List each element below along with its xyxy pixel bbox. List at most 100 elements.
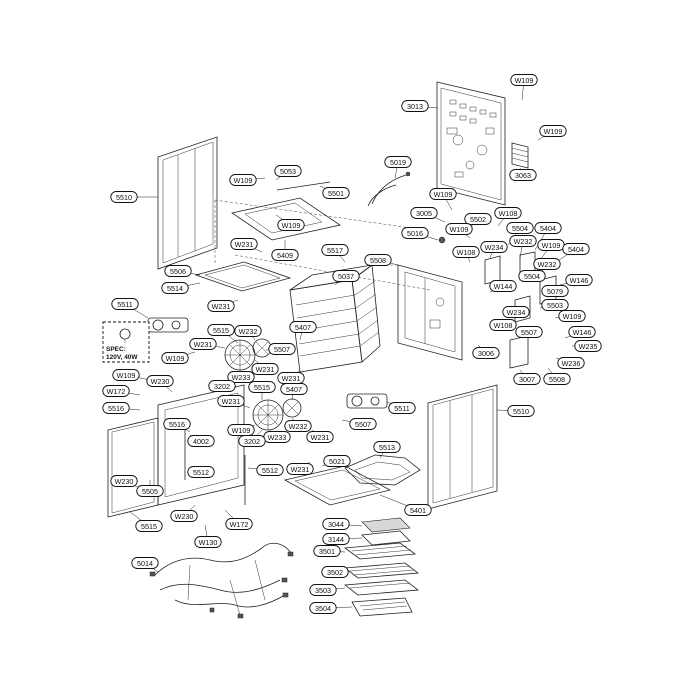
callout-oval (102, 385, 130, 397)
part-callout: 5516 (102, 402, 130, 414)
callout-oval (513, 373, 541, 385)
part-number: W230 (151, 377, 170, 386)
callout-oval (164, 265, 192, 277)
callout-oval (543, 373, 571, 385)
part-number: 3502 (327, 568, 343, 577)
rear-panel (436, 81, 506, 206)
part-number: W235 (579, 342, 598, 351)
part-callout: 5019 (384, 156, 412, 168)
part-number: 5053 (280, 167, 296, 176)
callout-oval (256, 464, 284, 476)
callout-oval (268, 343, 296, 355)
callout-oval (136, 485, 164, 497)
part-number: 5514 (167, 284, 183, 293)
part-callout: 5512 (256, 464, 284, 476)
part-callout: W109 (445, 223, 473, 235)
part-number: 5507 (274, 345, 290, 354)
part-number: W130 (199, 538, 218, 547)
callout-oval (161, 352, 189, 364)
part-number: 5515 (141, 522, 157, 531)
spec-label: SPEC: (106, 346, 126, 353)
part-callout: 5504 (518, 270, 546, 282)
part-callout: W232 (509, 235, 537, 247)
callout-oval (502, 306, 530, 318)
part-callout: W109 (537, 239, 565, 251)
part-callout: 5515 (207, 324, 235, 336)
part-number: W232 (514, 237, 533, 246)
part-number: 4002 (193, 437, 209, 446)
part-callout: 5516 (163, 418, 191, 430)
part-callout: 5401 (404, 504, 432, 516)
part-number: W234 (507, 308, 526, 317)
part-callout: 3501 (313, 545, 341, 557)
part-callout: W231 (277, 372, 305, 384)
callout-oval (112, 369, 140, 381)
part-callout: 3007 (513, 373, 541, 385)
callout-oval (404, 504, 432, 516)
part-number: W109 (166, 354, 185, 363)
part-number: 3503 (315, 586, 331, 595)
part-callout: W230 (110, 475, 138, 487)
callout-oval (230, 238, 258, 250)
part-number: W231 (194, 340, 213, 349)
side-panel-left (157, 136, 218, 270)
part-number: 5510 (513, 407, 529, 416)
callout-oval (373, 441, 401, 453)
part-callout: W109 (161, 352, 189, 364)
callout-oval (509, 169, 537, 181)
part-number: 5513 (379, 443, 395, 452)
part-callout: W232 (234, 325, 262, 337)
part-callout: 5404 (534, 222, 562, 234)
part-callout: W108 (489, 319, 517, 331)
part-callout: W109 (429, 188, 457, 200)
part-number: W108 (499, 209, 518, 218)
part-callout: W232 (284, 420, 312, 432)
part-callout: W231 (230, 238, 258, 250)
part-callout: W108 (452, 246, 480, 258)
part-callout: W231 (306, 431, 334, 443)
part-number: W232 (289, 422, 308, 431)
callout-oval (480, 241, 508, 253)
callout-oval (161, 282, 189, 294)
part-callout: W109 (510, 74, 538, 86)
callout-oval (111, 298, 139, 310)
broiler-tray (194, 261, 292, 292)
part-callout: W236 (557, 357, 585, 369)
callout-oval (349, 418, 377, 430)
callout-oval (146, 375, 174, 387)
part-number: W144 (494, 282, 513, 291)
callout-oval (280, 383, 308, 395)
callout-oval (539, 125, 567, 137)
callout-oval (309, 602, 337, 614)
part-number: 5505 (142, 487, 158, 496)
part-callout: W231 (251, 363, 279, 375)
callout-oval (208, 380, 236, 392)
part-number: W231 (256, 365, 275, 374)
callout-oval (227, 424, 255, 436)
part-callout: 5513 (373, 441, 401, 453)
part-number: 5014 (137, 559, 153, 568)
part-number: 3063 (515, 171, 531, 180)
part-callout: W109 (558, 310, 586, 322)
rack-3501 (343, 542, 417, 560)
part-number: W231 (212, 302, 231, 311)
part-callout: 5504 (506, 222, 534, 234)
part-number: W232 (538, 260, 557, 269)
part-number: 3007 (519, 375, 535, 384)
callout-oval (518, 270, 546, 282)
part-callout: 5510 (110, 191, 138, 203)
callout-oval (207, 324, 235, 336)
part-number: 5016 (407, 229, 423, 238)
callout-oval (541, 299, 569, 311)
part-callout: 5515 (135, 520, 163, 532)
part-callout: 5502 (464, 213, 492, 225)
part-number: 5504 (524, 272, 540, 281)
part-number: W231 (222, 397, 241, 406)
part-number: W109 (563, 312, 582, 321)
part-number: 5021 (329, 457, 345, 466)
part-number: 5407 (295, 323, 311, 332)
part-callout: 5512 (187, 466, 215, 478)
part-callout: 5053 (274, 165, 302, 177)
